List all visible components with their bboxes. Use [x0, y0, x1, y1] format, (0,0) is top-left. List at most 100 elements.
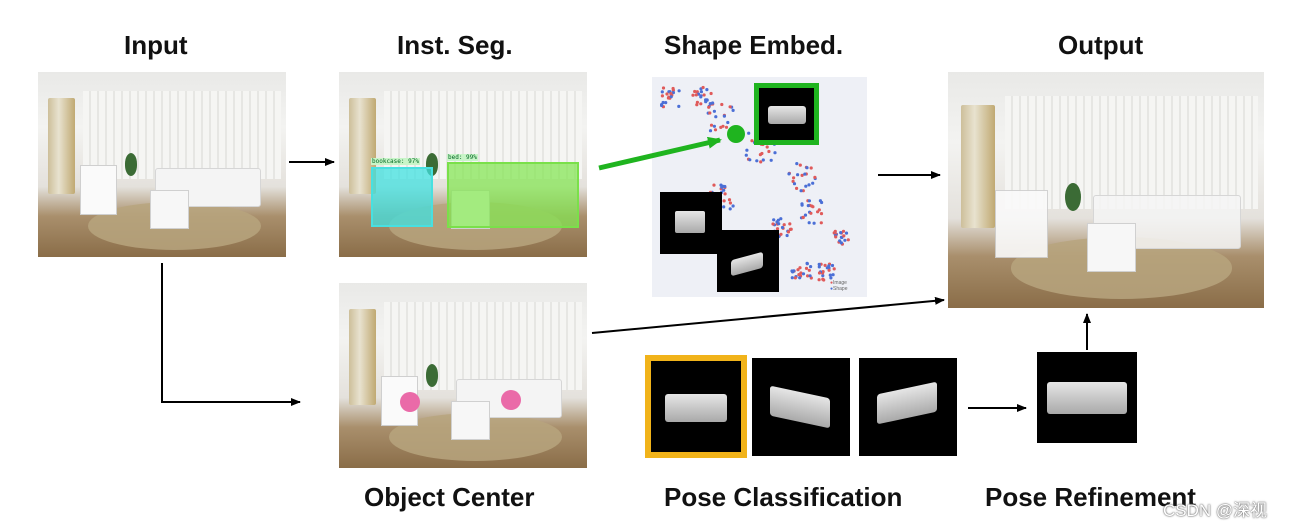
embedding-point [793, 276, 797, 280]
embedding-point [786, 230, 791, 234]
embedding-point [775, 227, 780, 231]
embedding-point [808, 274, 812, 278]
embedding-point [809, 166, 813, 170]
object-center-image [339, 283, 587, 468]
embedding-point [817, 262, 821, 266]
embedding-point [707, 105, 711, 109]
embedding-point [780, 225, 785, 230]
embedding-point [842, 234, 846, 238]
embedding-point [731, 108, 735, 112]
embedding-point [712, 124, 716, 128]
legend-shape-label: Shape [833, 286, 848, 292]
embedding-point [745, 148, 749, 152]
embedding-point [699, 102, 703, 106]
embedding-point [798, 266, 802, 270]
embedding-point [801, 272, 806, 276]
pose-refinement-result [1037, 352, 1137, 443]
embedding-point [661, 86, 666, 90]
embedding-point [695, 100, 699, 104]
embedding-point [694, 93, 698, 97]
embedding-point [713, 128, 718, 132]
embedding-point [669, 95, 673, 99]
embedding-point [722, 188, 726, 192]
heading-output: Output [1058, 30, 1144, 60]
embedding-point [782, 223, 786, 227]
embedding-point [819, 212, 824, 216]
embedding-point [809, 211, 813, 215]
arrow-center-to-output [591, 296, 945, 334]
embedding-point [760, 151, 764, 156]
embedding-point [701, 85, 705, 90]
pose-candidate-3 [859, 358, 957, 456]
embedding-point [800, 203, 804, 207]
embedding-point [728, 207, 732, 211]
embedding-point [811, 181, 815, 185]
embedding-point [789, 227, 793, 231]
embedding-point [804, 184, 808, 188]
embedding-point [699, 94, 703, 98]
embedding-point [807, 268, 811, 272]
embedding-point [699, 90, 703, 94]
output-image [948, 72, 1264, 308]
input-image [38, 72, 286, 257]
embedding-point [767, 149, 771, 154]
embedding-point [660, 103, 664, 108]
embedding-point [818, 199, 822, 203]
embedding-point [833, 229, 837, 233]
embedding-point [829, 276, 833, 280]
bookcase-mask [371, 167, 433, 227]
embedding-example-daybed [717, 230, 779, 292]
embedding-point [702, 93, 706, 97]
embedding-point [709, 91, 713, 96]
heading-pose-refinement: Pose Refinement [985, 482, 1196, 512]
embedding-point [755, 159, 759, 163]
bookcase-center-dot [400, 392, 420, 412]
embedding-point [806, 274, 810, 278]
embedding-point [800, 173, 804, 177]
embedding-point [664, 101, 668, 105]
embedding-point [831, 273, 835, 277]
embedding-point [812, 221, 816, 225]
heading-inst-seg: Inst. Seg. [397, 30, 513, 60]
embedding-point [844, 231, 849, 235]
embedding-point [750, 139, 754, 143]
embedding-point [677, 104, 681, 108]
embedding-point [799, 189, 803, 193]
embedding-point [797, 273, 801, 277]
embedding-point [728, 105, 732, 109]
heading-pose-classification: Pose Classification [664, 482, 903, 512]
embedding-point [719, 183, 723, 187]
embedding-point [669, 92, 673, 96]
embedding-point [809, 265, 813, 269]
embedding-point [772, 218, 776, 222]
embedding-point [779, 217, 783, 221]
embedding-point [813, 175, 817, 179]
embedding-point [801, 215, 805, 219]
embedding-point [807, 199, 811, 203]
embedding-point [798, 276, 802, 280]
embedding-point [811, 205, 815, 209]
embedding-point [722, 199, 726, 203]
embedding-point [765, 145, 769, 149]
embedding-legend: ●Image ●Shape [830, 280, 848, 292]
embedding-point [839, 231, 843, 235]
embedding-point [792, 182, 797, 186]
embedding-point [828, 273, 832, 277]
embedding-point [661, 100, 665, 105]
embedding-point [705, 88, 709, 92]
embedding-point [747, 131, 751, 135]
embedding-point [843, 238, 847, 242]
embedding-point [795, 162, 799, 166]
embedding-point [832, 267, 836, 271]
embedding-point [803, 172, 807, 176]
embedding-point [665, 92, 669, 96]
embedding-point [727, 198, 732, 202]
embedding-point [817, 208, 821, 212]
embedding-point [720, 102, 724, 107]
arrow-input-to-center [161, 263, 301, 406]
embedding-point [671, 91, 675, 95]
embedding-point [803, 213, 808, 217]
embedding-point [691, 93, 695, 97]
embedding-point [693, 89, 697, 94]
embedding-point [846, 238, 850, 242]
